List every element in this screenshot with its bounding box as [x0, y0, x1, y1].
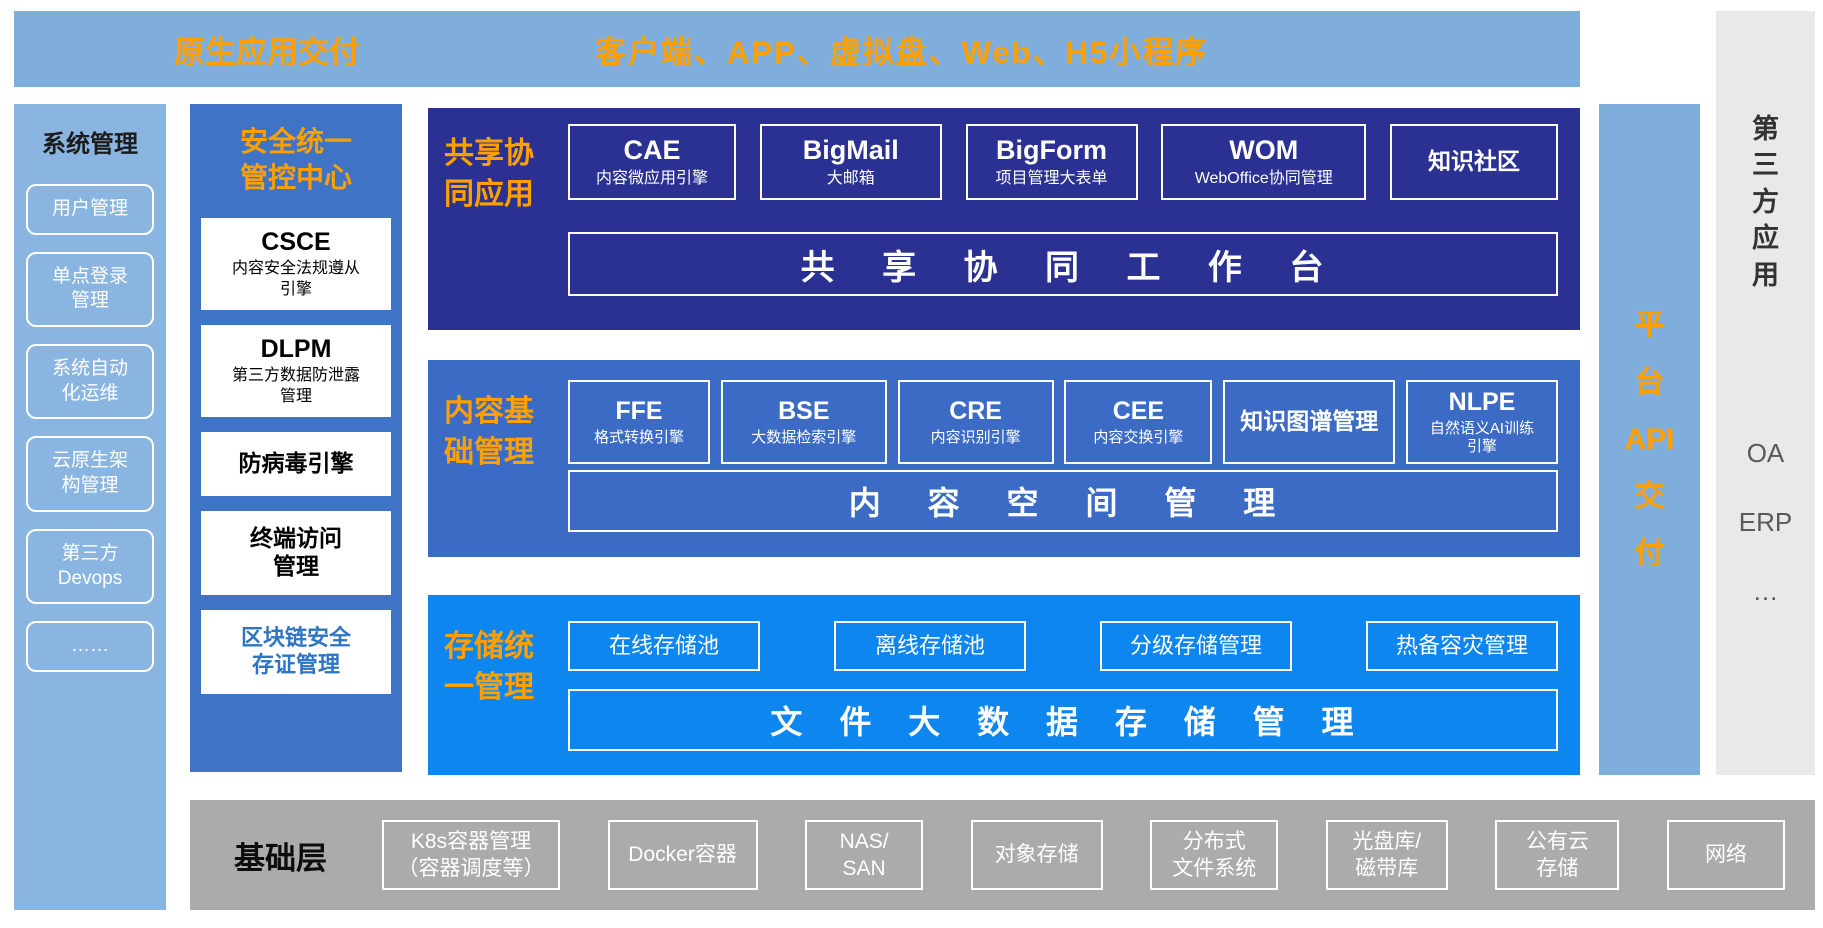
card-csce-desc: 内容安全法规遵从 引擎	[231, 259, 360, 298]
security-center-panel: 安全统一 管控中心 CSCE 内容安全法规遵从 引擎 DLPM 第三方数据防泄露…	[190, 104, 402, 772]
box-wom: WOM WebOffice协同管理	[1161, 124, 1367, 200]
box-ffe: FFE 格式转换引擎	[568, 380, 710, 464]
file-bigdata-storage-bar: 文 件 大 数 据 存 储 管 理	[568, 689, 1558, 751]
box-online-storage-pool-name: 在线存储池	[608, 632, 719, 658]
third-party-item-more: …	[1752, 576, 1779, 607]
sidebar-item-sso: 单点登录 管理	[26, 251, 154, 328]
third-party-item-oa: OA	[1746, 438, 1785, 469]
box-tiered-storage: 分级存储管理	[1100, 621, 1292, 671]
card-csce-name: CSCE	[261, 227, 331, 256]
base-box-nas-san: NAS/ SAN	[805, 819, 924, 891]
security-center-title: 安全统一 管控中心	[239, 126, 352, 194]
base-box-network: 网络	[1666, 820, 1785, 890]
box-bigmail: BigMail 大邮箱	[759, 124, 942, 200]
box-bse-desc: 大数据检索引擎	[751, 428, 857, 446]
card-csce: CSCE 内容安全法规遵从 引擎	[201, 217, 391, 310]
sidebar-item-auto-ops: 系统自动 化运维	[26, 344, 154, 420]
box-cee: CEE 内容交换引擎	[1064, 380, 1213, 464]
box-bigform: BigForm 项目管理大表单	[965, 124, 1138, 200]
base-box-distributed-fs: 分布式 文件系统	[1150, 819, 1279, 891]
box-knowledge-graph: 知识图谱管理	[1223, 380, 1396, 464]
box-bigmail-name: BigMail	[802, 135, 899, 166]
box-cee-name: CEE	[1112, 397, 1165, 425]
box-knowledge-community-name: 知识社区	[1428, 148, 1520, 175]
third-party-items: OA ERP …	[1739, 438, 1792, 607]
box-nlpe: NLPE 自然语义AI训练 引擎	[1405, 380, 1558, 464]
card-antivirus-name: 防病毒引擎	[238, 449, 354, 476]
box-cre-name: CRE	[949, 397, 1002, 425]
box-online-storage-pool: 在线存储池	[568, 621, 760, 671]
box-hot-backup-dr-name: 热备容灾管理	[1395, 632, 1528, 658]
sidebar-item-user-mgmt: 用户管理	[26, 184, 154, 235]
box-bigmail-desc: 大邮箱	[826, 170, 875, 188]
box-knowledge-graph-name: 知识图谱管理	[1240, 408, 1379, 435]
card-antivirus: 防病毒引擎	[201, 431, 391, 496]
box-wom-desc: WebOffice协同管理	[1194, 170, 1333, 188]
box-wom-name: WOM	[1229, 135, 1299, 166]
storage-mgmt-label: 存储统 一管理	[444, 630, 534, 704]
base-layer-boxes: K8s容器管理 （容器调度等） Docker容器 NAS/ SAN 对象存储 分…	[382, 819, 1785, 891]
box-nlpe-desc: 自然语义AI训练 引擎	[1429, 419, 1535, 455]
sidebar-item-devops: 第三方 Devops	[26, 528, 154, 605]
collab-apps-boxes: CAE 内容微应用引擎 BigMail 大邮箱 BigForm 项目管理大表单 …	[568, 124, 1558, 200]
card-dlpm: DLPM 第三方数据防泄露 管理	[201, 324, 391, 417]
third-party-title: 第 三 方 应 用	[1752, 114, 1779, 290]
box-tiered-storage-name: 分级存储管理	[1129, 632, 1262, 658]
box-bse: BSE 大数据检索引擎	[720, 380, 887, 464]
box-cae: CAE 内容微应用引擎	[568, 124, 736, 200]
card-terminal-access: 终端访问 管理	[201, 510, 391, 595]
box-bigform-name: BigForm	[996, 135, 1107, 166]
third-party-panel: 第 三 方 应 用 OA ERP …	[1716, 11, 1815, 775]
card-blockchain-evidence: 区块链安全 存证管理	[201, 609, 391, 694]
content-mgmt-label: 内容基 础管理	[444, 395, 534, 469]
base-box-object-storage: 对象存储	[970, 820, 1103, 890]
box-ffe-name: FFE	[615, 397, 663, 425]
box-cre: CRE 内容识别引擎	[897, 380, 1054, 464]
storage-mgmt-band: 存储统 一管理 在线存储池 离线存储池 分级存储管理 热备容灾管理 文 件 大 …	[428, 595, 1580, 775]
box-bigform-desc: 项目管理大表单	[995, 170, 1108, 188]
card-dlpm-desc: 第三方数据防泄露 管理	[231, 366, 360, 405]
box-ffe-desc: 格式转换引擎	[593, 428, 684, 446]
platform-api-panel: 平 台 API 交 付	[1599, 104, 1700, 775]
box-nlpe-name: NLPE	[1448, 388, 1516, 416]
card-terminal-access-name: 终端访问 管理	[250, 525, 342, 579]
card-dlpm-name: DLPM	[260, 334, 332, 363]
native-app-delivery-label: 原生应用交付	[174, 34, 360, 70]
collab-apps-label: 共享协 同应用	[444, 137, 534, 211]
sidebar-item-cloud-native: 云原生架 构管理	[26, 436, 154, 512]
base-layer-label: 基础层	[234, 840, 327, 876]
top-banner: 原生应用交付 客户端、APP、虚拟盘、Web、H5小程序	[14, 11, 1580, 87]
base-box-k8s: K8s容器管理 （容器调度等）	[382, 819, 560, 891]
client-channels-label: 客户端、APP、虚拟盘、Web、H5小程序	[595, 34, 1209, 70]
base-box-docker: Docker容器	[607, 820, 758, 890]
box-hot-backup-dr: 热备容灾管理	[1366, 621, 1558, 671]
base-box-optical-tape: 光盘库/ 磁带库	[1325, 819, 1448, 891]
content-mgmt-boxes: FFE 格式转换引擎 BSE 大数据检索引擎 CRE 内容识别引擎 CEE 内容…	[568, 380, 1558, 464]
base-box-public-cloud: 公有云 存储	[1495, 819, 1620, 891]
content-mgmt-band: 内容基 础管理 FFE 格式转换引擎 BSE 大数据检索引擎 CRE 内容识别引…	[428, 360, 1580, 557]
box-knowledge-community: 知识社区	[1390, 124, 1558, 200]
content-space-bar: 内 容 空 间 管 理	[568, 470, 1558, 532]
base-layer-band: 基础层 K8s容器管理 （容器调度等） Docker容器 NAS/ SAN 对象…	[190, 800, 1815, 910]
box-cae-name: CAE	[623, 135, 681, 166]
system-management-panel: 系统管理 用户管理 单点登录 管理 系统自动 化运维 云原生架 构管理 第三方 …	[14, 104, 166, 910]
box-cae-desc: 内容微应用引擎	[595, 170, 708, 188]
collab-apps-band: 共享协 同应用 CAE 内容微应用引擎 BigMail 大邮箱 BigForm …	[428, 108, 1580, 330]
box-cre-desc: 内容识别引擎	[930, 428, 1021, 446]
system-management-title: 系统管理	[42, 131, 138, 158]
box-offline-storage-pool-name: 离线存储池	[874, 632, 985, 658]
storage-mgmt-boxes: 在线存储池 离线存储池 分级存储管理 热备容灾管理	[568, 621, 1558, 671]
box-offline-storage-pool: 离线存储池	[834, 621, 1026, 671]
sidebar-item-more: ……	[26, 621, 154, 672]
third-party-item-erp: ERP	[1738, 507, 1793, 538]
box-bse-name: BSE	[778, 397, 830, 425]
card-blockchain-evidence-name: 区块链安全 存证管理	[240, 625, 351, 677]
collab-workbench-bar: 共 享 协 同 工 作 台	[568, 232, 1558, 296]
platform-api-label: 平 台 API 交 付	[1624, 309, 1675, 570]
box-cee-desc: 内容交换引擎	[1093, 428, 1184, 446]
